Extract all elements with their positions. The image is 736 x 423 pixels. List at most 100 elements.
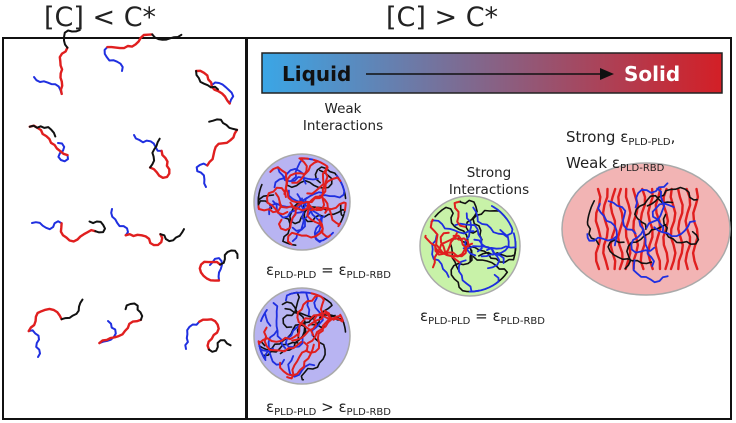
rbd-segment — [258, 342, 274, 361]
linker-segment — [208, 118, 238, 131]
strong-droplet-chains — [424, 199, 517, 293]
pld-segment — [289, 195, 329, 214]
rbd-segment — [33, 76, 63, 95]
pld-segment — [206, 128, 239, 167]
pld-segment — [58, 46, 69, 96]
arrow-head-icon — [600, 68, 614, 80]
weak-droplet-upper-chains — [257, 157, 347, 246]
rbd-segment — [630, 228, 656, 254]
strong-line2: Interactions — [448, 182, 530, 198]
linker-segment — [472, 255, 509, 285]
linker-segment — [151, 33, 183, 41]
pld-segment — [266, 186, 289, 216]
pld-segment — [424, 232, 458, 256]
pld-segment — [198, 318, 220, 351]
rbd-segment — [634, 182, 669, 209]
pld-segment — [98, 318, 143, 345]
rbd-segment — [480, 229, 510, 258]
rbd-segment — [486, 232, 517, 251]
rbd-segment — [260, 309, 272, 327]
header-condensed: [C] > C* — [386, 2, 499, 33]
rbd-segment — [57, 142, 69, 163]
dilute-chains — [27, 29, 239, 358]
rbd-segment — [27, 329, 41, 358]
protein-chain — [103, 33, 183, 72]
rbd-segment — [472, 206, 509, 238]
pld-segment — [306, 205, 332, 238]
pld-segment — [306, 313, 344, 345]
linker-segment — [450, 249, 473, 293]
rbd-segment — [645, 187, 666, 229]
rbd-segment — [458, 259, 480, 293]
pld-segment — [691, 187, 700, 271]
pld-segment — [432, 236, 470, 269]
rbd-segment — [284, 323, 304, 348]
linker-segment — [586, 200, 600, 246]
rbd-segment — [653, 220, 696, 237]
protein-chain — [110, 208, 185, 247]
linker-segment — [88, 220, 106, 234]
pld-segment — [307, 292, 325, 327]
linker-segment — [646, 186, 698, 207]
rbd-segment — [632, 259, 669, 284]
pld-segment — [27, 307, 63, 333]
weak-droplet-lower-chains — [257, 291, 347, 381]
pld-segment — [654, 187, 662, 271]
linker-segment — [219, 249, 239, 266]
rbd-segment — [31, 220, 63, 231]
pld-segment — [198, 260, 222, 282]
weak-line1: Weak — [324, 101, 362, 117]
condensed-panel: Liquid Solid Weak Interactions Strong In… — [246, 37, 732, 420]
protein-chain — [195, 118, 239, 188]
linker-segment — [159, 228, 185, 243]
rbd-segment — [430, 219, 475, 235]
pld-segment — [291, 312, 335, 342]
rbd-segment — [287, 189, 323, 224]
rbd-segment — [491, 205, 514, 237]
linker-segment — [469, 245, 517, 263]
rbd-segment — [607, 200, 637, 235]
pld-segment — [304, 310, 331, 354]
rbd-segment — [277, 166, 319, 183]
protein-chain — [28, 124, 69, 163]
pld-segment — [286, 341, 309, 380]
pld-segment — [676, 187, 684, 271]
rbd-segment — [110, 208, 129, 237]
protein-chain — [98, 302, 144, 345]
equation-weak-equal: εPLD-PLD = εPLD-RBD — [266, 261, 391, 281]
equation-weak-greater: εPLD-PLD > εPLD-RBD — [266, 398, 391, 418]
linker-segment — [279, 307, 306, 355]
header-dilute: [C] < C* — [44, 2, 157, 33]
protein-chain — [33, 29, 81, 96]
pld-segment — [278, 201, 297, 232]
rbd-segment — [133, 134, 163, 152]
dilute-panel — [2, 29, 247, 420]
protein-chain — [194, 69, 235, 105]
protein-chain — [31, 220, 106, 243]
rbd-segment — [272, 197, 303, 219]
linker-segment — [63, 29, 81, 49]
pld-segment — [601, 187, 610, 271]
strong-interactions-label: Strong Interactions — [434, 165, 544, 199]
solid-state-label: Strong εPLD-PLD, Weak εPLD-RBD — [566, 128, 676, 174]
pld-segment — [296, 294, 320, 337]
linker-segment — [195, 70, 219, 91]
linker-segment — [124, 302, 144, 321]
rbd-segment — [597, 202, 618, 247]
pld-segment — [616, 187, 624, 271]
equation-strong-equal: εPLD-PLD = εPLD-RBD — [420, 307, 545, 327]
pld-segment — [124, 233, 164, 247]
strong-line1: Strong — [466, 165, 512, 181]
pld-segment — [269, 166, 303, 204]
pld-segment — [429, 218, 461, 264]
weak-interactions-label: Weak Interactions — [288, 101, 398, 135]
rbd-segment — [287, 355, 316, 378]
pld-segment — [291, 157, 310, 184]
rbd-segment — [103, 46, 124, 72]
linker-segment — [28, 124, 57, 138]
pld-segment — [263, 326, 303, 353]
rbd-segment — [464, 212, 477, 257]
liquid-label: Liquid — [282, 62, 351, 86]
rbd-segment — [651, 202, 675, 234]
rbd-segment — [211, 81, 235, 105]
